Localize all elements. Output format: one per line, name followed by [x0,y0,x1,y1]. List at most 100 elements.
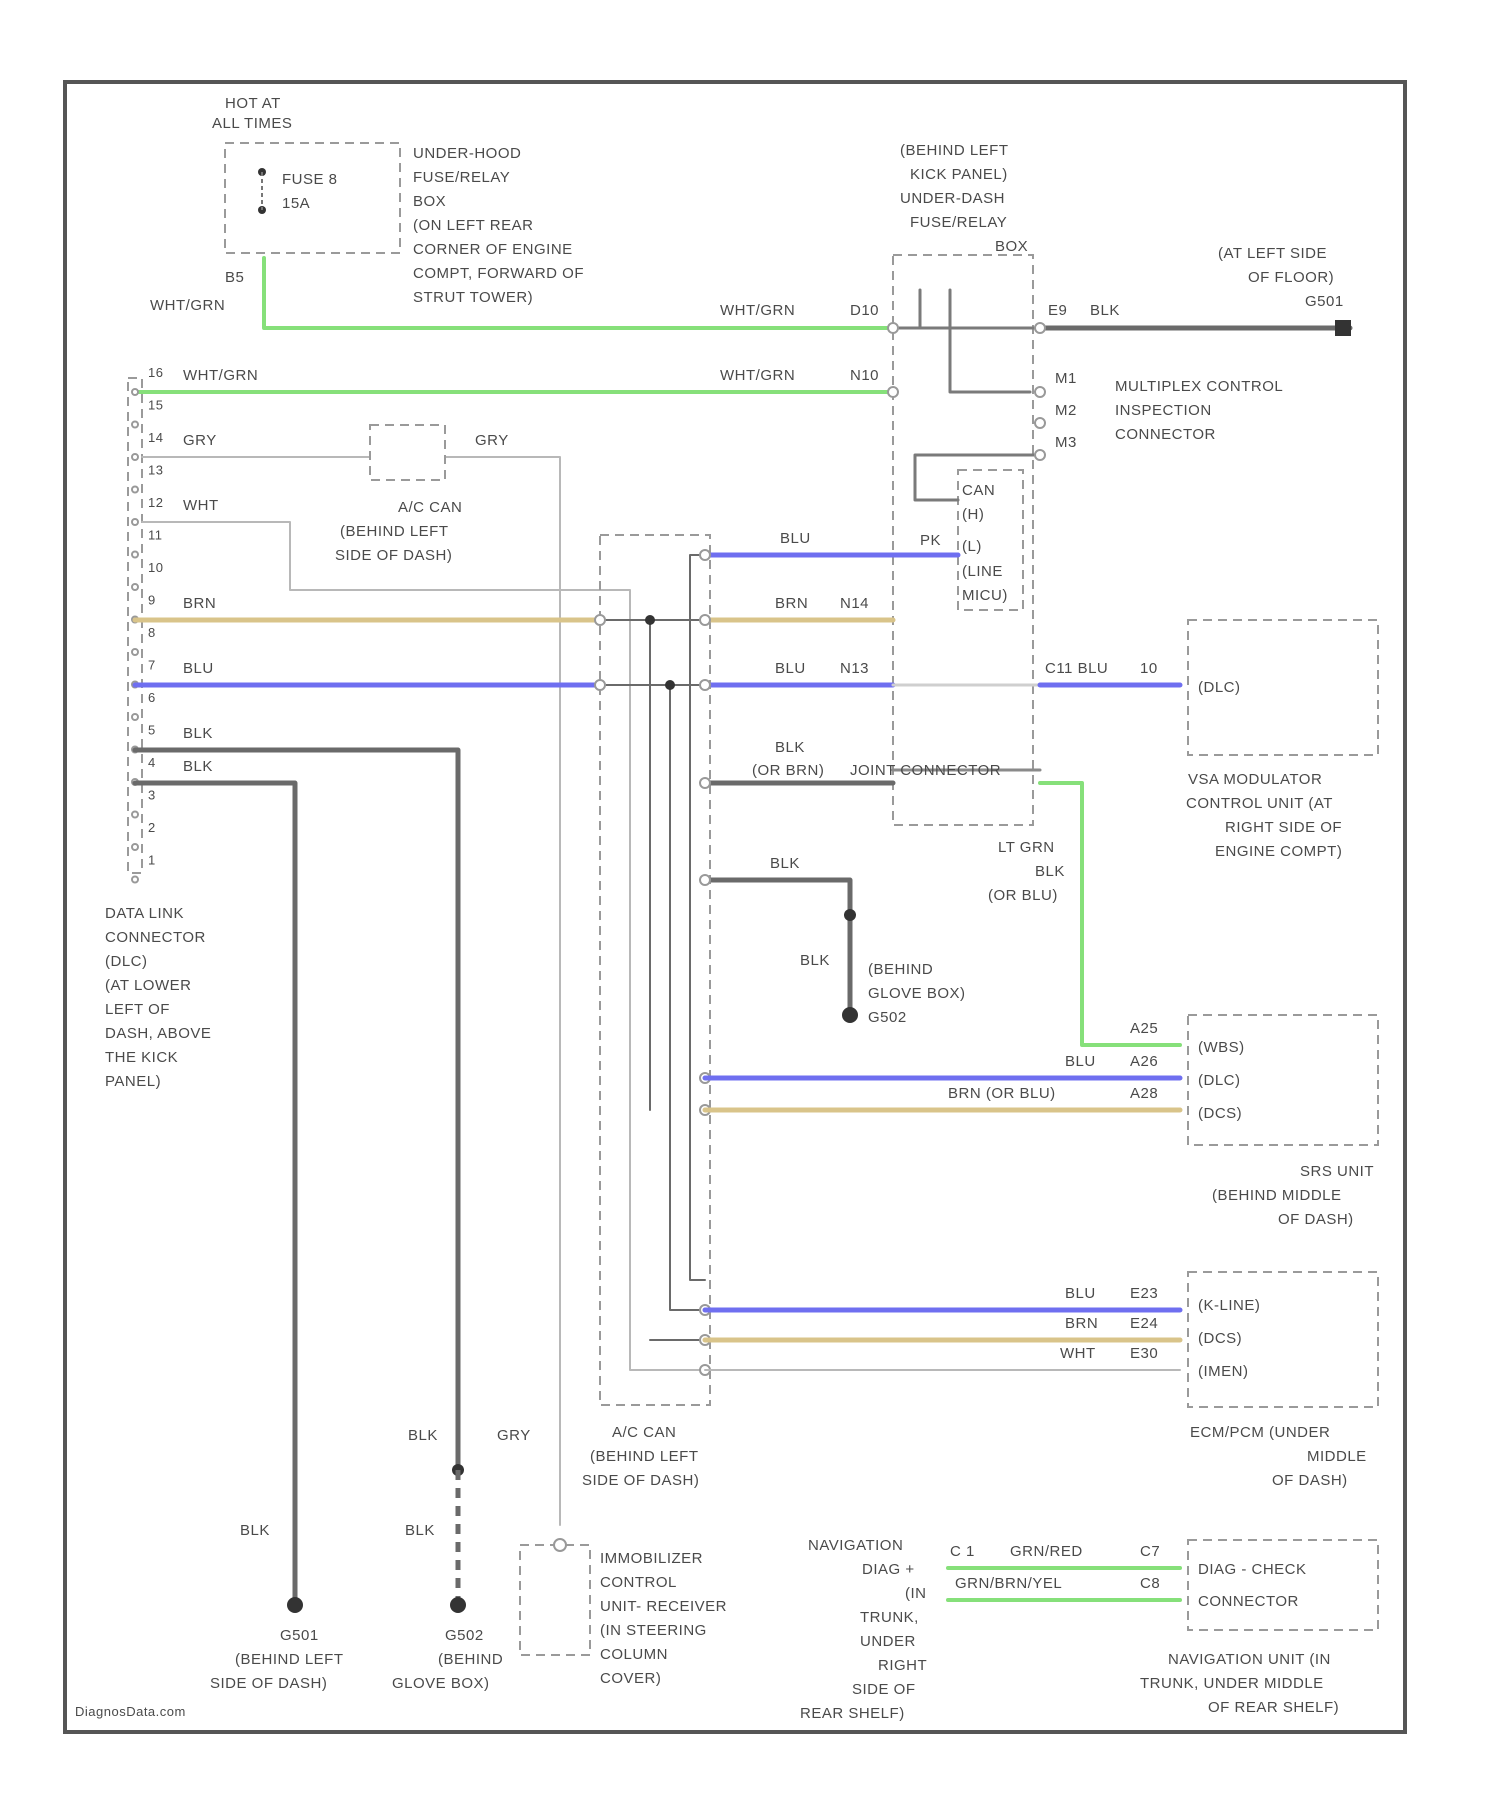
dlc-pin-5: 5 [148,723,156,738]
g501-ground-bottom [287,1597,303,1613]
fuse-box-text-2: FUSE/RELAY [413,169,510,186]
watermark: DiagnosData.com [75,1704,186,1719]
ltgrn-wire-3: (OR BLU) [988,887,1058,904]
kick-box-text-5: BOX [995,238,1028,255]
wire-ltgrn-srs [1040,783,1180,1045]
ac-can-bottom-2: (BEHIND LEFT [590,1448,699,1465]
ecm-pin-1: (K-LINE) [1198,1297,1260,1314]
ac-can-top-2: (BEHIND LEFT [340,523,449,540]
g501-ground-symbol [1335,320,1351,336]
a26-wire: BLU [1065,1053,1096,1070]
immobilizer-unit: IMMOBILIZER CONTROL UNIT- RECEIVER (IN S… [520,1539,727,1687]
fuse-rating: 15A [282,195,310,212]
can-blu-wire: BLU [780,530,811,547]
fuse-box-text-6: COMPT, FORWARD OF [413,265,584,282]
nav-wire-2: GRN/BRN/YEL [955,1575,1062,1592]
nav-left-3: (IN [905,1585,927,1602]
e24-wire: BRN [1065,1315,1098,1332]
g502-wire-label: BLK [800,952,830,969]
n10-pin: N10 [850,367,879,384]
g501-bottom-3: SIDE OF DASH) [210,1675,327,1692]
ltgrn-wire-2: BLK [1035,863,1065,880]
d10-pin: D10 [850,302,879,319]
hot-label-2: ALL TIMES [212,115,292,132]
srs-label-3: OF DASH) [1278,1211,1354,1228]
fuse-box-text-4: (ON LEFT REAR [413,217,533,234]
immobilizer-outline [520,1545,590,1655]
immobilizer-terminal [554,1539,566,1551]
dlc-terminal-8 [132,649,138,655]
vsa-label-1: VSA MODULATOR [1188,771,1322,788]
ecm-pcm: (K-LINE) (DCS) (IMEN) ECM/PCM (UNDER MID… [1188,1272,1378,1489]
m1-pin: M1 [1055,370,1077,387]
ecm-pin-2: (DCS) [1198,1330,1242,1347]
g501-bottom-2: (BEHIND LEFT [235,1651,344,1668]
dlc-terminal-10 [132,584,138,590]
e30-wire: WHT [1060,1345,1096,1362]
multiplex-text-3: CONNECTOR [1115,426,1216,443]
g501-loc-2: OF FLOOR) [1248,269,1334,286]
dlc-terminal-13 [132,487,138,493]
kick-box-text-2: KICK PANEL) [910,166,1008,183]
ac-can-junction [600,535,710,1405]
nav-left-5: UNDER [860,1633,916,1650]
m2-terminal [1035,418,1045,428]
srs-pin-3: (DCS) [1198,1105,1242,1122]
kick-box-text-1: (BEHIND LEFT [900,142,1009,159]
dlc-pin-7: 7 [148,658,156,673]
dlc-outline [128,378,142,873]
dlc12-wire: WHT [183,497,219,514]
g502-loc-3: G502 [868,1009,907,1026]
a28-wire: BRN (OR BLU) [948,1085,1056,1102]
n13-pin: N13 [840,660,869,677]
dlc-label-3: (DLC) [105,953,148,970]
g502-wire-top: BLK [770,855,800,872]
junction-terminal [595,680,605,690]
dlc-label-6: DASH, ABOVE [105,1025,211,1042]
b5-pin: B5 [225,269,244,286]
junction-terminal [700,875,710,885]
navigation-unit: NAVIGATION DIAG + (IN TRUNK, UNDER RIGHT… [800,1537,1378,1722]
nav-diag-outline [1188,1540,1378,1630]
e23-pin: E23 [1130,1285,1158,1302]
dlc-pin-9: 9 [148,593,156,608]
ecm-label-3: OF DASH) [1272,1472,1348,1489]
dlc-terminal-16 [132,389,138,395]
dlc-pin-13: 13 [148,463,163,478]
nav-diag-1: DIAG - CHECK [1198,1561,1307,1578]
dlc-pin-12: 12 [148,495,163,510]
g501-bottom-1: G501 [280,1627,319,1644]
blk-wire-mid: BLK [408,1427,438,1444]
e9-terminal [1035,323,1045,333]
dlc-terminal-12 [132,519,138,525]
dlc-pin-6: 6 [148,690,156,705]
n10-wire: WHT/GRN [720,367,795,384]
g502-loc-2: GLOVE BOX) [868,985,966,1002]
immo-5: COLUMN [600,1646,668,1663]
nav-left-4: TRUNK, [860,1609,919,1626]
wire-g502-blk [705,880,850,1015]
a28-pin: A28 [1130,1085,1158,1102]
n10-terminal [888,387,898,397]
gry-wire-right: GRY [475,432,509,449]
nav-left-2: DIAG + [862,1561,915,1578]
ltgrn-wire-1: LT GRN [998,839,1055,856]
wire-dlc14-gry [142,457,560,1525]
dlc-pin-1: 1 [148,853,156,868]
dlc-label-2: CONNECTOR [105,929,206,946]
dlc7-wire: BLU [183,660,214,677]
fuse-box-text-1: UNDER-HOOD [413,145,521,162]
blu-splice [665,680,675,690]
immo-4: (IN STEERING [600,1622,707,1639]
g501-loc-3: G501 [1305,293,1344,310]
dlc16-wire: WHT/GRN [183,367,258,384]
g501-wire-label: BLK [240,1522,270,1539]
pk-label: PK [920,532,941,549]
vsa-label-4: ENGINE COMPT) [1215,843,1342,860]
multiplex-connector: MULTIPLEX CONTROL INSPECTION CONNECTOR M… [1055,370,1283,451]
ecm-label-1: ECM/PCM (UNDER [1190,1424,1330,1441]
g501-loc-1: (AT LEFT SIDE [1218,245,1327,262]
immo-6: COVER) [600,1670,661,1687]
junction-terminals [595,550,710,1375]
can-line-4: (LINE [962,563,1003,580]
